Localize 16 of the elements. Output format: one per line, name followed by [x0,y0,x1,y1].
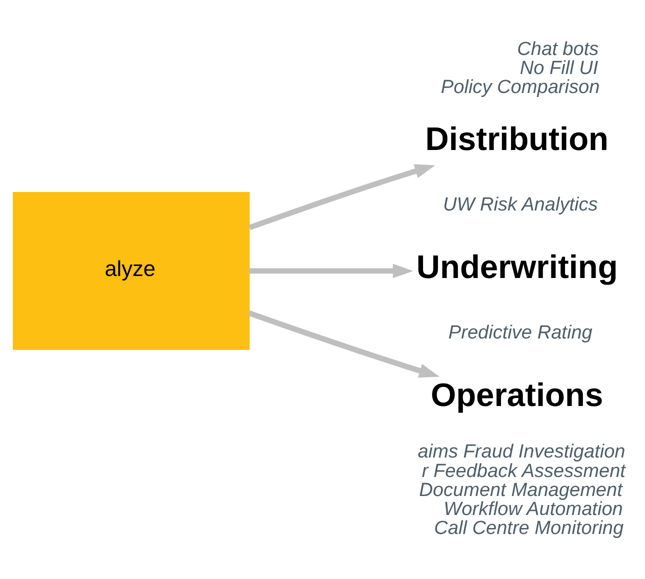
node-box: alyze [12,191,250,350]
node-label: aims Fraud Investigation [418,441,626,462]
node-label: Chat bots [517,38,599,60]
node-text: Underwriting [416,248,618,285]
node-text: Operations [430,375,604,412]
node-label: Call Centre Monitoring [434,517,624,538]
arrow [248,164,436,230]
arrow [248,310,440,378]
node-label: Document Management [419,479,622,500]
node-label: Predictive Rating [448,322,592,344]
node-text: Distribution [425,120,608,157]
node-label: r Feedback Assessment [422,460,626,482]
node-label: No Fill UI [520,57,598,78]
arrow [249,263,414,278]
node-label: Policy Comparison [440,76,600,98]
node-label: UW Risk Analytics [442,194,598,216]
